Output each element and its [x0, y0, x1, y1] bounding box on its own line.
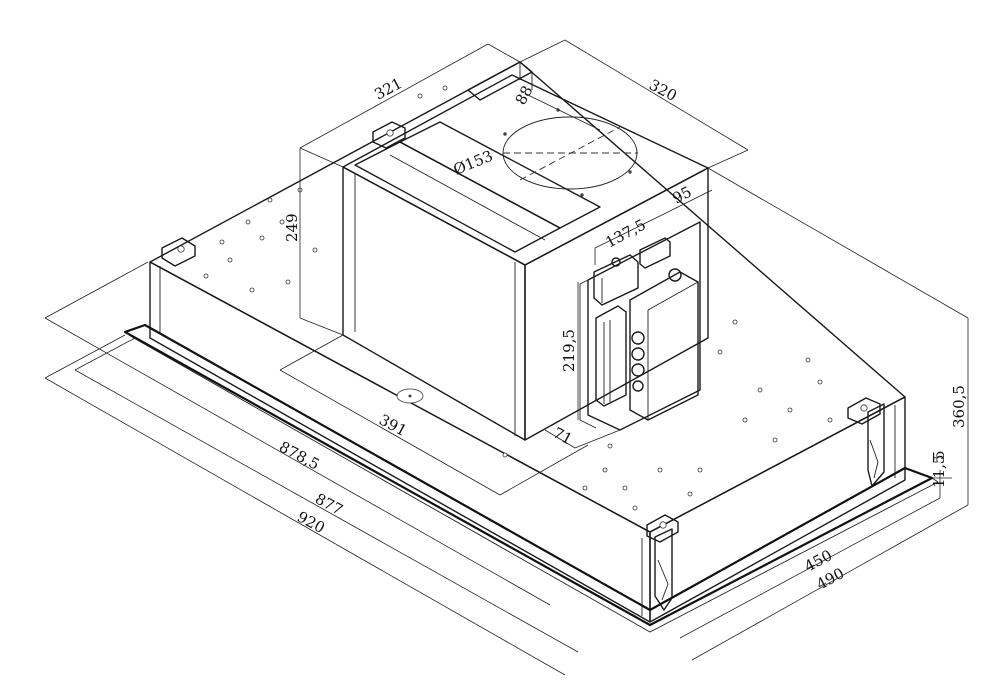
dim-360: 360,5 [950, 385, 968, 428]
dim-320: 320 [646, 76, 680, 105]
control-plate [587, 221, 701, 431]
bracket-right [847, 397, 885, 487]
dim-153: Ø153 [451, 147, 496, 179]
bracket-front [646, 514, 679, 611]
mounting-brackets [161, 121, 885, 611]
electrical-box [579, 221, 701, 431]
fixing-holes [203, 85, 833, 511]
dim-88: 88 [512, 83, 537, 108]
dim-878: 878,5 [276, 438, 322, 474]
hood-canopy [149, 61, 906, 623]
dim-219: 219,5 [560, 329, 578, 372]
housing-top-channel-mid [399, 121, 601, 229]
dimension-lines [44, 39, 969, 676]
capacitor-unit [595, 305, 627, 407]
canopy-right-face [649, 396, 906, 623]
dim-391: 391 [376, 411, 410, 440]
hood-flange [123, 323, 939, 633]
top-rails [467, 61, 533, 101]
terminal-block [593, 254, 639, 306]
bracket-left [161, 237, 196, 267]
connector-top [639, 237, 671, 269]
dim-920: 920 [294, 508, 328, 537]
dim-71: 71 [550, 424, 575, 449]
control-module [629, 271, 699, 421]
flange-rim [123, 323, 934, 627]
dim-5: 5 [930, 450, 948, 460]
bracket-back [372, 121, 406, 149]
housing-side [524, 167, 709, 441]
motor-housing [342, 74, 709, 441]
dim-249: 249 [283, 213, 301, 242]
canopy-top-plate [149, 61, 906, 533]
dim-11-5: 11,5 [930, 455, 948, 488]
